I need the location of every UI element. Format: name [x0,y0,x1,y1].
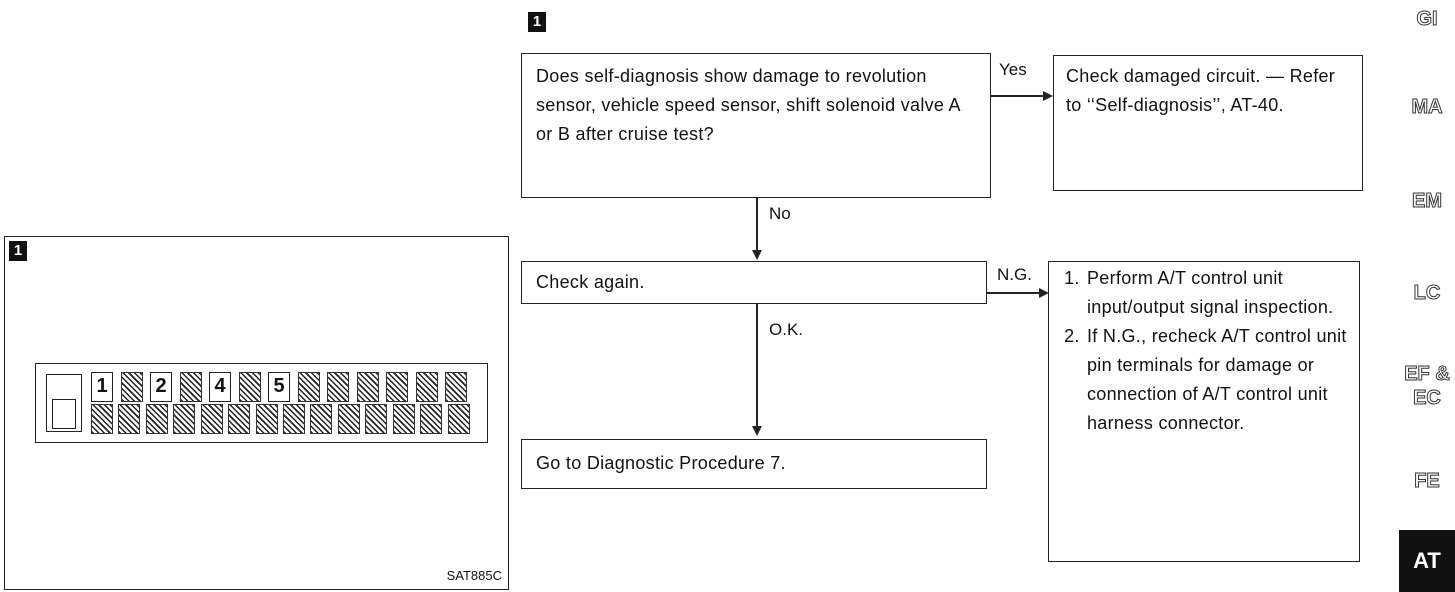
pin-hatched [420,404,443,434]
flow-marker: 1 [528,12,546,32]
no-connector [756,198,758,250]
ng-step: If N.G., recheck A/T control unit pin te… [1085,322,1349,438]
connector-latch-inner [52,399,76,429]
pin-hatched [310,404,333,434]
pin-hatched [447,404,470,434]
check-again-box: Check again. [521,261,987,304]
ok-connector [756,304,758,426]
ng-arrow-icon [1039,288,1049,298]
pin-label: 4 [209,372,231,402]
final-box: Go to Diagnostic Procedure 7. [521,439,987,489]
ng-label: N.G. [997,265,1032,284]
pin-hatched [238,372,261,402]
yes-result-box: Check damaged circuit. — Refer to ‘‘Self… [1053,55,1363,191]
pin-label: 1 [91,372,113,402]
side-tab-gi[interactable]: GI [1416,8,1438,31]
side-tab-em[interactable]: EM [1412,190,1443,213]
pin-hatched [179,372,202,402]
pin-hatched [445,372,467,402]
pin-hatched [327,372,349,402]
pin-hatched [118,404,141,434]
side-tab-ef-ec[interactable]: EF & EC [1404,363,1451,410]
no-label: No [769,204,791,223]
side-tab-fe[interactable]: FE [1414,470,1441,493]
pin-hatched [173,404,196,434]
yes-arrow-icon [1043,91,1053,101]
pin-label: 5 [268,372,290,402]
yes-result-text: Check damaged circuit. — Refer to ‘‘Self… [1066,66,1336,115]
pin-hatched [365,404,388,434]
connector-diagram: 1 2 4 5 [35,363,488,443]
question-text: Does self-diagnosis show damage to revol… [536,66,960,144]
connector-latch [46,374,82,432]
side-tab-ma[interactable]: MA [1411,96,1443,119]
yes-connector [991,95,1043,97]
ok-label: O.K. [769,320,804,339]
no-arrow-icon [752,250,762,260]
figure-marker: 1 [9,241,27,261]
pin-hatched [91,404,113,434]
pin-hatched [228,404,251,434]
check-again-text: Check again. [536,272,645,292]
ng-steps-list: Perform A/T control unit input/output si… [1059,264,1349,438]
figure-code: SAT885C [446,568,502,583]
pin-hatched [297,372,320,402]
pin-hatched [200,404,223,434]
pin-hatched [415,372,438,402]
pin-label: 2 [150,372,172,402]
pin-hatched [337,404,360,434]
side-tab-at[interactable]: AT [1399,530,1455,592]
ok-arrow-icon [752,426,762,436]
ng-step: Perform A/T control unit input/output si… [1085,264,1349,322]
pin-hatched [392,404,415,434]
side-tab-lc[interactable]: LC [1413,282,1441,305]
yes-label: Yes [999,60,1027,79]
pin-hatched [386,372,408,402]
pin-hatched [356,372,379,402]
final-text: Go to Diagnostic Procedure 7. [536,453,786,473]
pin-hatched [255,404,278,434]
pin-hatched [145,404,168,434]
pin-hatched [120,372,143,402]
question-box: Does self-diagnosis show damage to revol… [521,53,991,198]
connector-figure-panel: 1 1 2 4 5 SAT885C [4,236,509,590]
ng-steps-box: Perform A/T control unit input/output si… [1048,261,1360,562]
pin-hatched [283,404,306,434]
ng-connector [987,292,1039,294]
